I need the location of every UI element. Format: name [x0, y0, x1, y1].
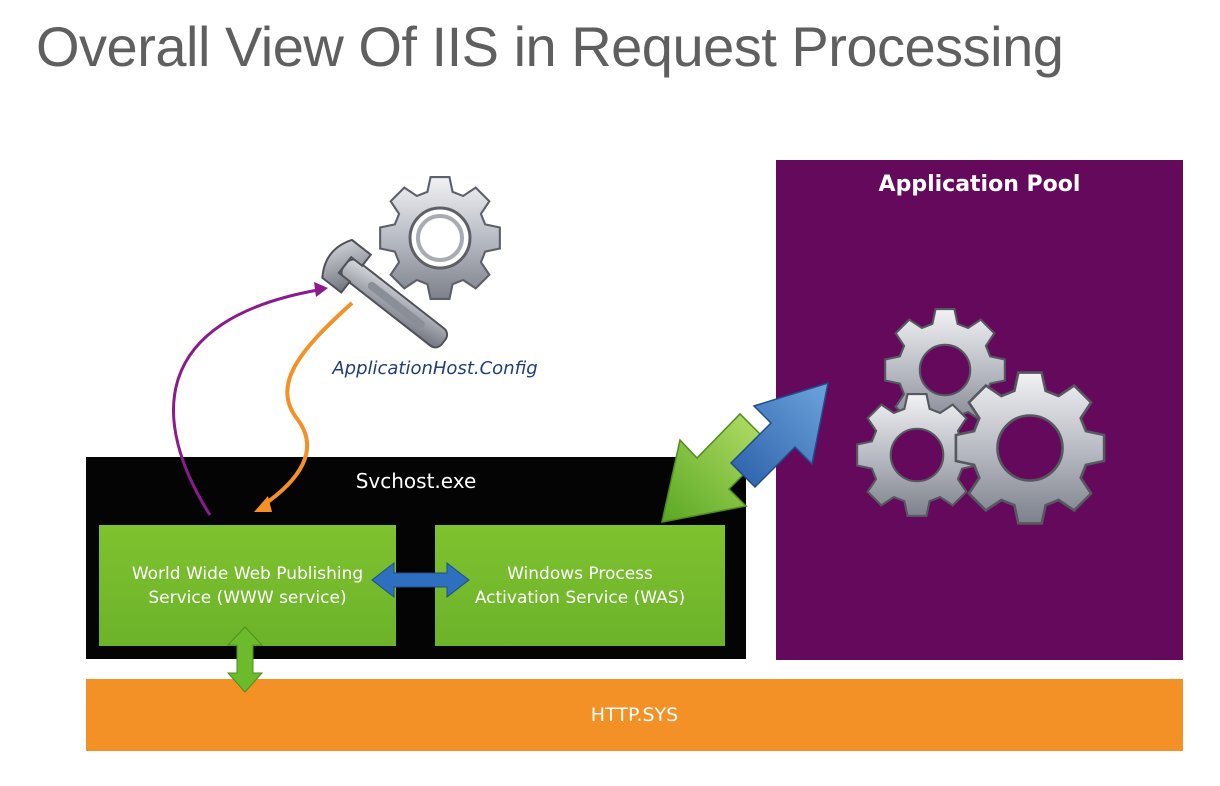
was-service-line2: Activation Service (WAS) — [474, 587, 686, 608]
www-service-line1: World Wide Web Publishing — [131, 563, 364, 584]
config-to-www-arrow — [254, 301, 354, 512]
www-was-double-arrow — [371, 561, 470, 599]
gear-wrench-icon — [321, 176, 501, 349]
www-service-line2: Service (WWW service) — [148, 587, 347, 608]
application-pool-label: Application Pool — [878, 172, 1081, 197]
apppool-to-was-arrow — [661, 412, 774, 523]
page-title: Overall View Of IIS in Request Processin… — [36, 15, 1064, 78]
http-sys-bar: HTTP.SYS — [86, 679, 1183, 751]
www-service-box: World Wide Web Publishing Service (WWW s… — [99, 525, 396, 646]
svchost-label: Svchost.exe — [355, 469, 477, 493]
config-label: ApplicationHost.Config — [332, 358, 538, 379]
www-http-double-arrow — [226, 626, 264, 693]
gears-icon — [856, 308, 1106, 525]
read-config-arrow — [172, 282, 328, 516]
was-service-line1: Windows Process — [507, 563, 653, 584]
was-to-apppool-arrow — [729, 381, 829, 489]
http-sys-label: HTTP.SYS — [590, 704, 679, 726]
was-service-box: Windows Process Activation Service (WAS) — [435, 525, 725, 646]
